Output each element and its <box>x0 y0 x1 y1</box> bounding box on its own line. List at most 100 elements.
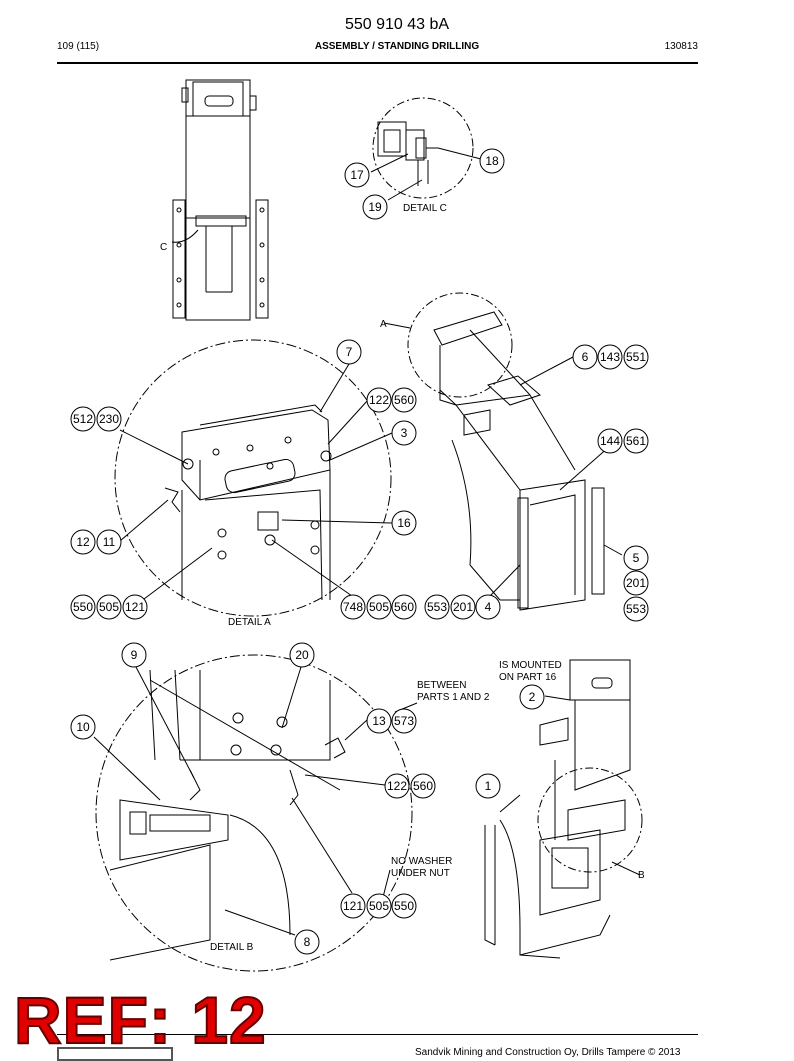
svg-text:16: 16 <box>397 516 411 530</box>
balloon-part-3: 3 <box>391 420 417 446</box>
note-between-line1: BETWEEN <box>417 680 466 691</box>
svg-text:4: 4 <box>485 600 492 614</box>
svg-text:551: 551 <box>626 350 646 364</box>
balloon-part-122: 122 <box>384 773 410 799</box>
balloon-part-10: 10 <box>70 714 96 740</box>
detail-b-label: DETAIL B <box>210 942 254 953</box>
svg-text:230: 230 <box>99 412 119 426</box>
view-b-label: B <box>638 870 645 881</box>
svg-text:553: 553 <box>626 602 646 616</box>
balloon-part-553: 553 <box>424 594 450 620</box>
view-a-label: A <box>380 319 387 330</box>
detail-c-label: DETAIL C <box>403 203 447 214</box>
svg-text:550: 550 <box>73 600 93 614</box>
balloon-part-561: 561 <box>623 428 649 454</box>
detail-a-view <box>114 339 393 617</box>
svg-text:7: 7 <box>346 345 353 359</box>
svg-text:560: 560 <box>394 600 414 614</box>
balloon-part-122: 122 <box>366 387 392 413</box>
svg-text:6: 6 <box>582 350 589 364</box>
document-code: 130813 <box>664 41 698 52</box>
balloon-part-505: 505 <box>366 893 392 919</box>
balloon-part-19: 19 <box>362 194 388 220</box>
main-assembly-view <box>383 292 623 611</box>
document-number: 550 910 43 bA <box>344 16 450 33</box>
svg-text:201: 201 <box>626 576 646 590</box>
balloon-part-6: 6 <box>572 344 598 370</box>
balloon-part-16: 16 <box>391 510 417 536</box>
svg-text:122: 122 <box>369 393 389 407</box>
bottom-assembly-view <box>381 659 643 959</box>
ref-stamp: REF: 12 <box>13 982 267 1058</box>
svg-text:121: 121 <box>125 600 145 614</box>
view-c-label: C <box>160 242 167 253</box>
balloon-part-1: 1 <box>475 773 501 799</box>
footer-rule <box>57 1034 698 1035</box>
svg-text:144: 144 <box>600 434 620 448</box>
header-rule <box>57 62 698 64</box>
svg-text:19: 19 <box>368 200 382 214</box>
detail-b-view <box>93 654 413 972</box>
svg-text:3: 3 <box>401 426 408 440</box>
detail-a-label: DETAIL A <box>228 617 271 628</box>
overview-view-c <box>171 79 269 321</box>
balloon-part-560: 560 <box>391 387 417 413</box>
balloon-part-11: 11 <box>96 529 122 555</box>
svg-text:8: 8 <box>304 935 311 949</box>
svg-text:143: 143 <box>600 350 620 364</box>
svg-text:18: 18 <box>485 154 499 168</box>
balloon-part-12: 12 <box>70 529 96 555</box>
note-between-line2: PARTS 1 AND 2 <box>417 692 490 703</box>
svg-text:512: 512 <box>73 412 93 426</box>
balloon-part-573: 573 <box>391 708 417 734</box>
balloon-part-505: 505 <box>96 594 122 620</box>
svg-text:17: 17 <box>350 168 364 182</box>
balloon-part-17: 17 <box>344 162 370 188</box>
balloon-part-553: 553 <box>623 596 649 622</box>
balloon-part-8: 8 <box>294 929 320 955</box>
balloon-part-748: 748 <box>340 594 366 620</box>
detail-c-view <box>370 97 482 201</box>
svg-text:5: 5 <box>633 551 640 565</box>
svg-text:560: 560 <box>413 779 433 793</box>
svg-text:505: 505 <box>99 600 119 614</box>
note-washer-line2: UNDER NUT <box>391 868 450 879</box>
balloon-part-551: 551 <box>623 344 649 370</box>
svg-text:553: 553 <box>427 600 447 614</box>
svg-text:505: 505 <box>369 600 389 614</box>
balloon-part-505: 505 <box>366 594 392 620</box>
note-mounted-line2: ON PART 16 <box>499 672 557 683</box>
balloon-part-20: 20 <box>289 642 315 668</box>
balloon-part-550: 550 <box>391 893 417 919</box>
balloon-part-13: 13 <box>366 708 392 734</box>
svg-text:560: 560 <box>394 393 414 407</box>
balloon-part-230: 230 <box>96 406 122 432</box>
svg-text:1: 1 <box>485 779 492 793</box>
balloon-part-144: 144 <box>597 428 623 454</box>
svg-text:561: 561 <box>626 434 646 448</box>
balloon-part-560: 560 <box>410 773 436 799</box>
svg-text:20: 20 <box>295 648 309 662</box>
svg-text:9: 9 <box>131 648 138 662</box>
balloon-part-5: 5 <box>623 545 649 571</box>
svg-text:121: 121 <box>343 899 363 913</box>
balloon-part-512: 512 <box>70 406 96 432</box>
svg-text:505: 505 <box>369 899 389 913</box>
svg-text:550: 550 <box>394 899 414 913</box>
balloon-part-2: 2 <box>519 684 545 710</box>
note-mounted-line1: IS MOUNTED <box>499 660 562 671</box>
balloon-part-4: 4 <box>475 594 501 620</box>
balloon-part-560: 560 <box>391 594 417 620</box>
balloon-part-9: 9 <box>121 642 147 668</box>
balloon-part-121: 121 <box>340 893 366 919</box>
svg-text:122: 122 <box>387 779 407 793</box>
svg-text:2: 2 <box>529 690 536 704</box>
note-washer-line1: NO WASHER <box>391 856 452 867</box>
svg-text:573: 573 <box>394 714 414 728</box>
svg-text:748: 748 <box>343 600 363 614</box>
svg-text:11: 11 <box>103 535 116 549</box>
page-title: ASSEMBLY / STANDING DRILLING <box>314 41 480 52</box>
svg-text:13: 13 <box>372 714 386 728</box>
balloon-part-201: 201 <box>450 594 476 620</box>
